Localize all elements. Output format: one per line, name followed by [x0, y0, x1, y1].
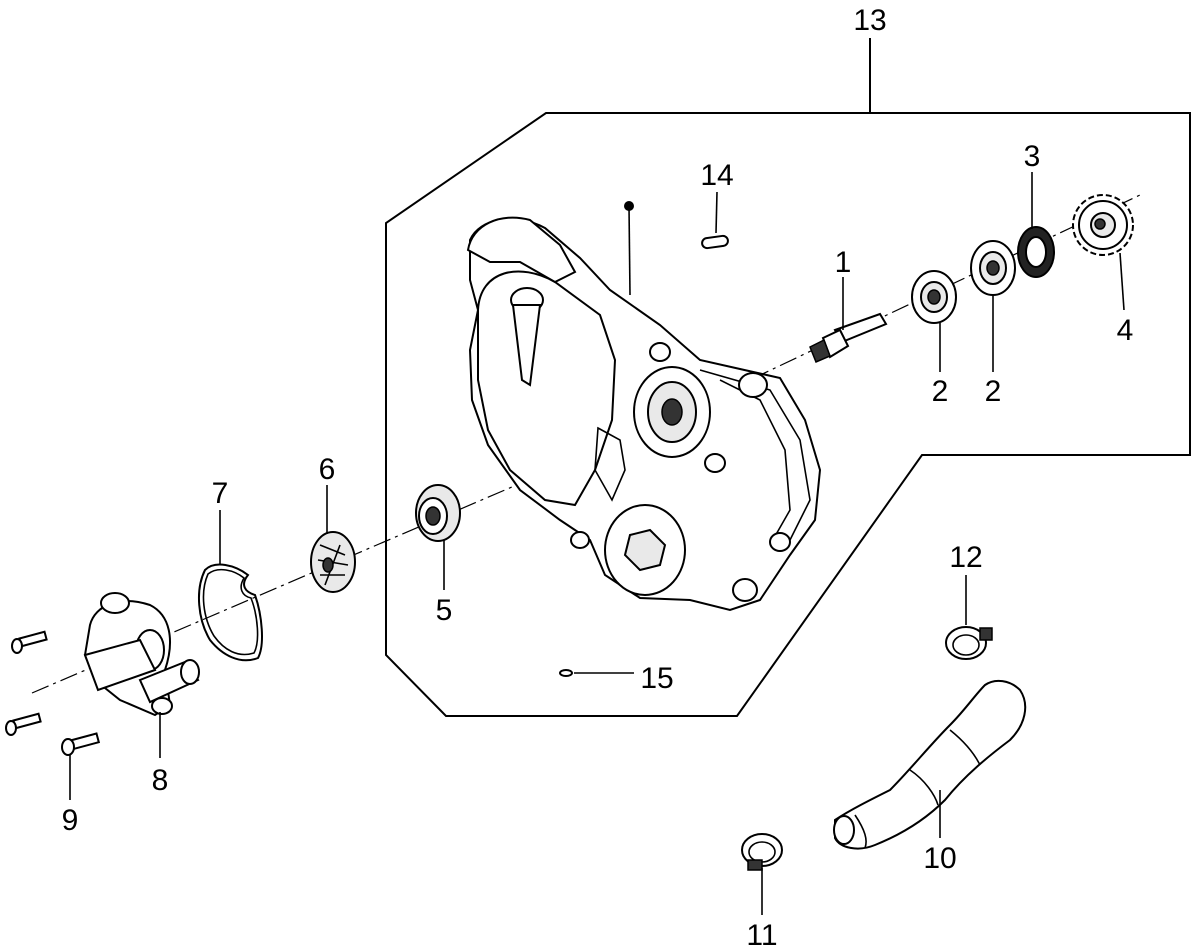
callout-5: 5	[436, 594, 453, 627]
callout-2a: 2	[932, 375, 949, 408]
callout-4: 4	[1117, 314, 1134, 347]
gear-4	[1072, 194, 1134, 256]
callout-15: 15	[640, 662, 673, 695]
bearing-2b	[970, 240, 1016, 296]
callout-10: 10	[923, 842, 956, 875]
cover-marker-leader	[628, 205, 631, 296]
clamp-11	[741, 833, 783, 871]
callout-1: 1	[835, 246, 852, 279]
gasket-7	[198, 563, 263, 662]
bolt-9b	[5, 712, 42, 736]
assembly-13-boundary	[385, 112, 1191, 717]
pump-cover-8	[83, 592, 200, 717]
callout-9: 9	[62, 804, 79, 837]
callout-14: 14	[700, 159, 733, 192]
callout-11: 11	[746, 919, 777, 949]
seal-5	[415, 484, 461, 542]
pin-15	[559, 669, 573, 677]
clamp-12	[945, 626, 993, 660]
dowel-pin-14	[701, 234, 729, 250]
callout-3: 3	[1024, 140, 1041, 173]
callout-6: 6	[319, 453, 336, 486]
leader-14	[715, 191, 718, 234]
impeller-6	[310, 531, 356, 593]
bolt-9a	[11, 630, 48, 654]
bearing-2a	[911, 270, 957, 324]
clutch-cover	[466, 216, 822, 612]
callout-12: 12	[949, 541, 982, 574]
callout-8: 8	[152, 764, 169, 797]
oil-seal-3	[1017, 226, 1055, 278]
callout-7: 7	[212, 477, 229, 510]
callout-13: 13	[853, 4, 886, 37]
leader-4	[1119, 252, 1125, 311]
hose-10	[833, 679, 1027, 850]
bolt-9c	[61, 732, 101, 756]
shaft-1	[809, 312, 888, 363]
callout-2b: 2	[985, 375, 1002, 408]
